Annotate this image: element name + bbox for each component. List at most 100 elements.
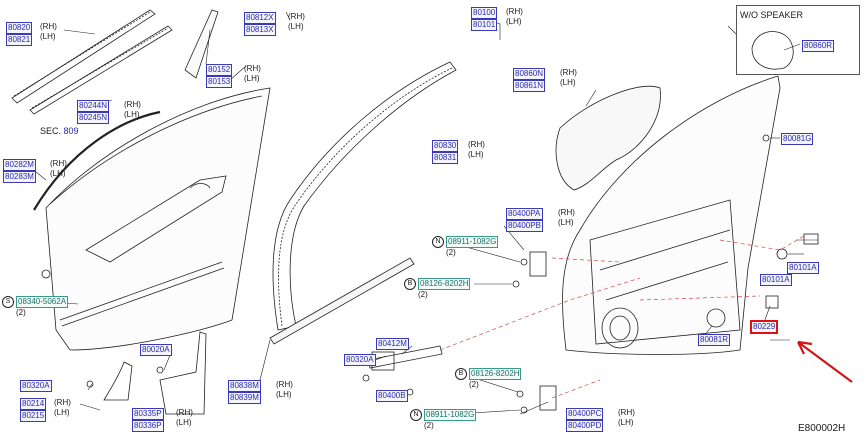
- side-marker: (RH)(LH): [506, 7, 523, 26]
- part-number[interactable]: 80820: [6, 22, 33, 34]
- clip-80320A-left: [86, 380, 94, 388]
- part-80229-label: 80229: [750, 320, 779, 334]
- side-marker: (RH)(LH): [618, 408, 635, 427]
- assembly-dashed-lines: [439, 235, 805, 399]
- upper-hinge: [512, 251, 547, 288]
- part-number[interactable]: 80081G: [781, 133, 814, 145]
- part-number[interactable]: 80400PD: [566, 420, 604, 432]
- part-number[interactable]: 80245N: [77, 112, 110, 124]
- part-number[interactable]: 80400PA: [506, 208, 543, 220]
- part-number[interactable]: 80821: [6, 34, 33, 46]
- door-edge-molding: [33, 110, 161, 211]
- wo-speaker-title: W/O SPEAKER: [740, 10, 804, 20]
- diagram-code: E800002H: [798, 423, 846, 434]
- part-number[interactable]: 80283M: [3, 171, 36, 183]
- part-number[interactable]: 80101A: [787, 262, 819, 274]
- part-number[interactable]: 08911-1082G: [424, 409, 477, 422]
- part-number[interactable]: 08911-1082G: [446, 236, 499, 249]
- part-number[interactable]: 80838M: [228, 380, 261, 392]
- clip-80020A: [156, 366, 164, 374]
- part-80400B-label: 80400B: [376, 390, 408, 402]
- section-number[interactable]: 809: [63, 126, 79, 136]
- part-number[interactable]: 08340-5062A: [16, 296, 69, 309]
- part-number[interactable]: 80860N: [513, 68, 546, 80]
- part-number[interactable]: 80860R: [802, 40, 835, 52]
- without-speaker-inset: [736, 5, 860, 75]
- sill-weatherstrip: [269, 257, 415, 345]
- side-marker: (RH)(LH): [468, 140, 485, 159]
- hole-cover-80101A: [803, 233, 819, 245]
- sash-trim: [184, 9, 219, 79]
- bumper-80229: [765, 295, 779, 309]
- inner-door-panel: [562, 75, 781, 355]
- part-number[interactable]: 80813X: [244, 24, 276, 36]
- part-number[interactable]: 80215: [20, 410, 47, 422]
- part-number[interactable]: 80400PC: [566, 408, 604, 420]
- grommet-80101A: [776, 248, 788, 260]
- part-number-highlighted[interactable]: 80229: [750, 320, 779, 334]
- callout-arrow: [797, 340, 853, 383]
- part-number[interactable]: 80839M: [228, 392, 261, 404]
- side-marker: (RH)(LH): [54, 398, 71, 417]
- part-number[interactable]: 80812X: [244, 12, 276, 24]
- part-number[interactable]: 80861N: [513, 80, 546, 92]
- part-number[interactable]: 80100: [471, 7, 498, 19]
- part-number[interactable]: 80153: [206, 76, 233, 88]
- outer-weatherstrip-molding: [11, 9, 173, 115]
- clip-80081G: [762, 134, 770, 142]
- side-marker: (RH)(LH): [276, 380, 293, 399]
- door-opening-weatherstrip: [272, 61, 457, 331]
- side-marker: (RH)(LH): [558, 208, 575, 227]
- part-80101A-label-b: 80101A: [760, 274, 792, 286]
- side-marker: (RH)(LH): [560, 68, 577, 87]
- part-number[interactable]: 80335P: [132, 408, 164, 420]
- plug-80081R: [706, 308, 726, 328]
- side-marker: (RH)(LH): [176, 408, 193, 427]
- part-number[interactable]: 80020A: [140, 344, 172, 356]
- clip-08340: [41, 269, 51, 279]
- part-number[interactable]: 80400PB: [506, 220, 543, 232]
- sash-molding: [159, 331, 207, 415]
- part-number[interactable]: 80244N: [77, 100, 110, 112]
- part-number[interactable]: 80831: [432, 152, 459, 164]
- part-number[interactable]: 80830: [432, 140, 459, 152]
- part-number[interactable]: 80336P: [132, 420, 164, 432]
- part-number[interactable]: 80282M: [3, 159, 36, 171]
- side-marker: (RH)(LH): [124, 100, 141, 119]
- speaker-cover: [751, 31, 794, 70]
- outer-door-panel: [45, 87, 271, 351]
- part-number[interactable]: 80101A: [760, 274, 792, 286]
- part-number[interactable]: 80400B: [376, 390, 408, 402]
- part-80860R-label: 80860R: [802, 40, 835, 52]
- part-number[interactable]: 80152: [206, 64, 233, 76]
- lower-hinge: [516, 385, 557, 414]
- part-80081R-label: 80081R: [698, 334, 731, 346]
- part-number[interactable]: 08126-8202H: [469, 368, 522, 381]
- part-number[interactable]: 80320A: [20, 380, 52, 392]
- part-number[interactable]: 80081R: [698, 334, 731, 346]
- part-number[interactable]: 80214: [20, 398, 47, 410]
- part-number[interactable]: 80412M: [376, 338, 409, 350]
- part-number[interactable]: 08126-8202H: [418, 278, 471, 291]
- part-80320A-left-label: 80320A: [20, 380, 52, 392]
- part-number[interactable]: 80101: [471, 19, 498, 31]
- sealing-screen: [555, 85, 661, 191]
- rear-sash-cover: [103, 361, 133, 401]
- part-number[interactable]: 80320A: [344, 354, 376, 366]
